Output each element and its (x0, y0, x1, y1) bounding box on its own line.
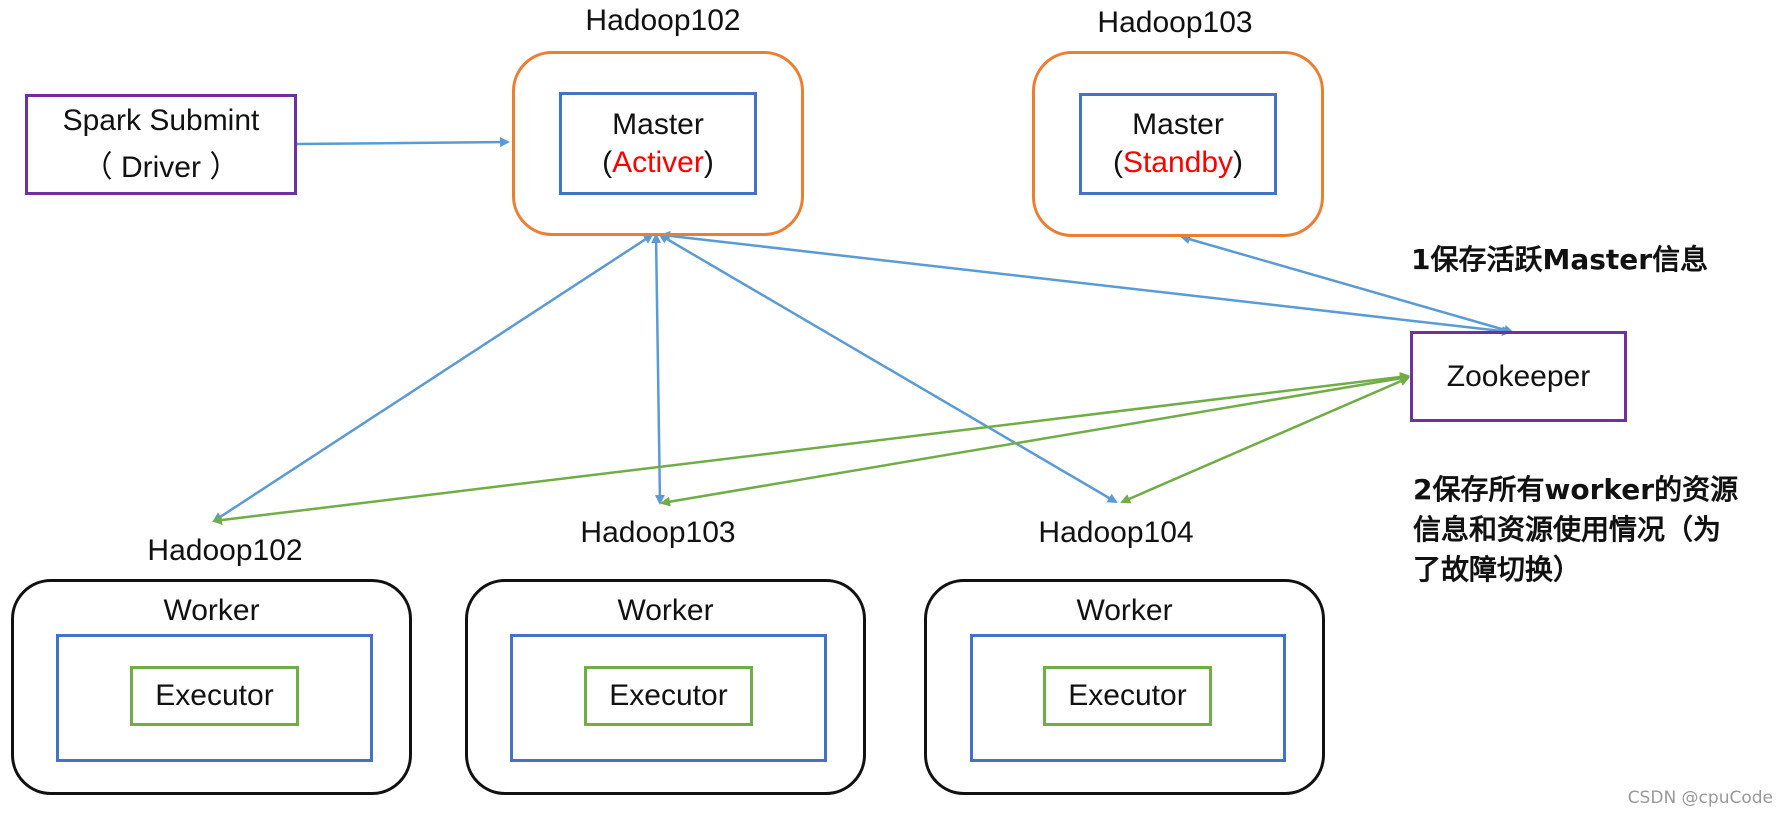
worker-inner-box-103 (510, 634, 827, 762)
arrow-master-worker104 (658, 233, 1118, 504)
master-state-standby: Standby (1122, 146, 1234, 179)
executor-label-103: Executor (609, 679, 728, 712)
note-save-active-master: 1保存活跃Master信息 (1411, 243, 1709, 276)
driver-line2: （ Driver ） (82, 150, 240, 184)
master-standby-box: Master (Standby) (1079, 93, 1277, 195)
worker-host-label-103: Hadoop103 (580, 516, 736, 549)
master-host-label: Hadoop102 (585, 4, 741, 37)
arrow-zookeeper-worker103 (660, 373, 1410, 507)
executor-label-102: Executor (155, 679, 274, 712)
worker-title-103: Worker (617, 594, 714, 627)
master-state-open: ( (602, 145, 613, 179)
executor-box-103: Executor (584, 666, 753, 726)
zookeeper-label: Zookeeper (1446, 359, 1591, 393)
master-active-box: Master (Activer) (559, 92, 757, 195)
worker-inner-box-104 (970, 634, 1286, 762)
worker-inner-box-102 (56, 634, 373, 762)
standby-host-label: Hadoop103 (1097, 6, 1253, 39)
worker-host-label-104: Hadoop104 (1038, 516, 1194, 549)
standby-state-open: ( (1112, 146, 1123, 179)
watermark: CSDN @cpuCode (1627, 788, 1773, 808)
master-state-active: Activer (612, 145, 704, 179)
arrow-driver-to-master (296, 137, 510, 148)
standby-title: Master (1132, 108, 1224, 141)
driver-line1: Spark Submint (62, 103, 260, 137)
zookeeper-box: Zookeeper (1410, 331, 1627, 422)
worker-host-label-102: Hadoop102 (147, 534, 303, 567)
note2-line3: 了故障切换） (1413, 553, 1582, 586)
arrow-zookeeper-worker104 (1120, 376, 1410, 504)
standby-master-node (1032, 51, 1324, 237)
master-state-line: (Activer) (602, 146, 714, 180)
executor-label-104: Executor (1068, 679, 1187, 712)
master-state-close: ) (703, 145, 714, 179)
note-save-worker-resources: 2保存所有worker的资源 信息和资源使用情况（为 了故障切换） (1413, 470, 1738, 590)
arrow-zookeeper-worker102 (212, 372, 1410, 525)
worker-node-104: Worker (924, 579, 1325, 795)
note2-line2: 信息和资源使用情况（为 (1413, 513, 1722, 546)
executor-box-104: Executor (1043, 666, 1212, 726)
arrow-master-worker103 (651, 233, 665, 505)
executor-box-102: Executor (130, 666, 299, 726)
arrow-master-zookeeper (660, 230, 1512, 337)
standby-state-close: ) (1233, 146, 1244, 179)
driver-box: Spark Submint （ Driver ） (25, 94, 297, 195)
master-title: Master (612, 107, 704, 141)
master-node (512, 51, 804, 236)
worker-title-104: Worker (1076, 594, 1173, 627)
arrow-standby-zookeeper (1180, 234, 1514, 335)
arrow-master-worker102 (212, 233, 654, 523)
worker-node-102: Worker (11, 579, 412, 795)
note2-line1: 2保存所有worker的资源 (1413, 473, 1739, 506)
standby-state-line: (Standby) (1113, 146, 1243, 180)
worker-node-103: Worker (465, 579, 866, 795)
worker-title-102: Worker (163, 594, 260, 627)
